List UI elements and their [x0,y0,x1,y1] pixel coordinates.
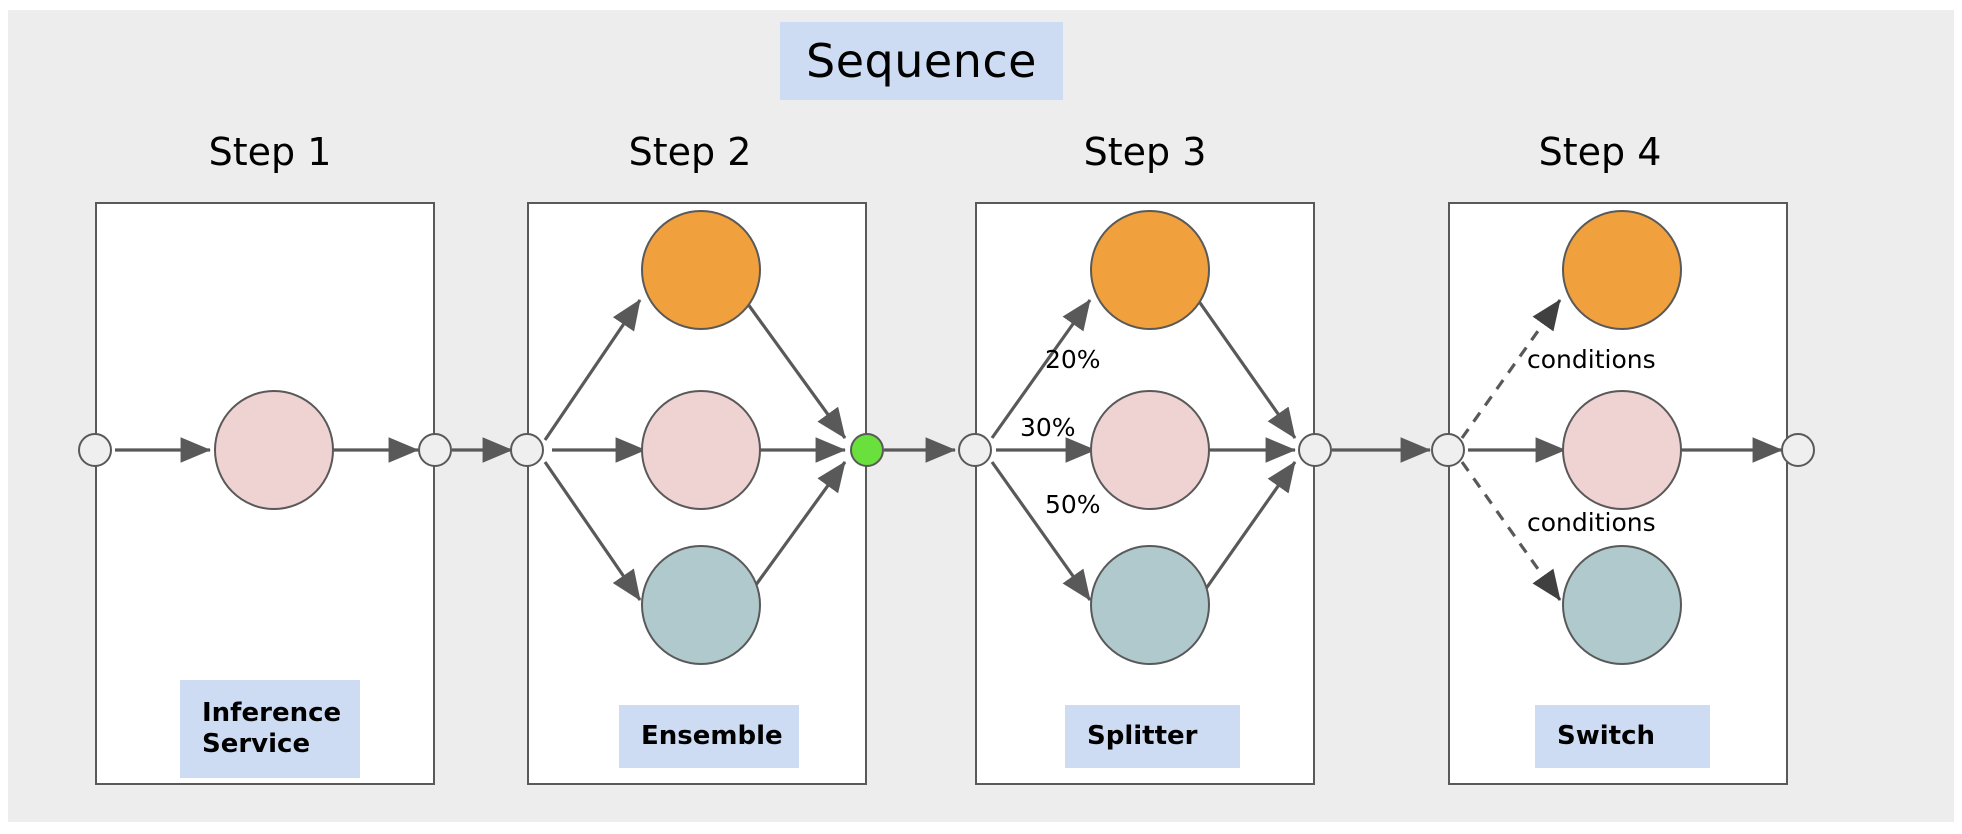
step-2-node-teal[interactable] [641,545,761,665]
step-1-node-pink[interactable] [214,390,334,510]
step-4-node-orange[interactable] [1562,210,1682,330]
edge-label-30-percent: 30% [1020,413,1076,442]
step-3-node-pink[interactable] [1090,390,1210,510]
step-4-type-label: Switch [1557,721,1656,752]
edge-label-conditions-top: conditions [1527,345,1656,374]
step-1-heading: Step 1 [208,130,332,174]
step-4-node-pink[interactable] [1562,390,1682,510]
step-3-type-chip[interactable]: Splitter [1065,705,1240,768]
connector-dot-step2-in[interactable] [510,433,544,467]
connector-dot-start[interactable] [78,433,112,467]
step-2-node-pink[interactable] [641,390,761,510]
step-3-type-label: Splitter [1087,721,1198,752]
step-3-node-teal[interactable] [1090,545,1210,665]
connector-dot-ensemble-join[interactable] [850,433,884,467]
step-4-heading: Step 4 [1538,130,1662,174]
step-2-type-chip[interactable]: Ensemble [619,705,799,768]
connector-dot-end[interactable] [1781,433,1815,467]
connector-dot-step3-out[interactable] [1298,433,1332,467]
connector-dot-step3-in[interactable] [958,433,992,467]
edge-label-20-percent: 20% [1045,345,1101,374]
edge-label-conditions-bottom: conditions [1527,508,1656,537]
edge-label-50-percent: 50% [1045,490,1101,519]
diagram-title: Sequence [806,34,1037,88]
step-2-node-orange[interactable] [641,210,761,330]
step-4-type-chip[interactable]: Switch [1535,705,1710,768]
step-3-node-orange[interactable] [1090,210,1210,330]
connector-dot-step1-out[interactable] [418,433,452,467]
step-2-heading: Step 2 [628,130,752,174]
connector-dot-step4-in[interactable] [1431,433,1465,467]
step-2-type-label: Ensemble [641,721,783,752]
step-4-node-teal[interactable] [1562,545,1682,665]
diagram-title-chip: Sequence [780,22,1063,100]
step-3-heading: Step 3 [1083,130,1207,174]
